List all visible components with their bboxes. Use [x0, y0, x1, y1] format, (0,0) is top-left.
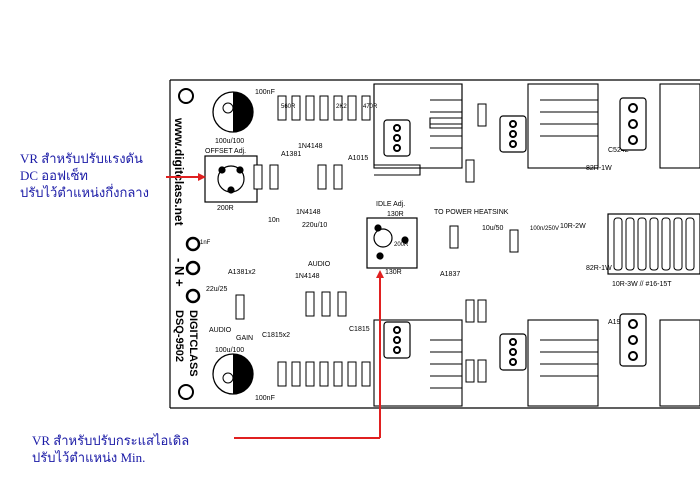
- cap-22u25-label: 22u/25: [206, 286, 228, 293]
- offset-trimmer: [204, 155, 258, 203]
- idle-label: IDLE Adj.: [376, 201, 405, 208]
- diode-top-label: 1N4148: [298, 143, 323, 150]
- c1815-label: C1815: [349, 326, 370, 333]
- mounting-holes: [178, 88, 194, 400]
- resistor-row-top: [277, 95, 371, 121]
- r-130r-top: 130R: [387, 211, 404, 218]
- cap-10u50-label: 10u/50: [482, 225, 504, 232]
- transistor-pins: [393, 103, 638, 366]
- r-top-2k2: 2K2: [336, 104, 347, 110]
- cap-220u10-label: 220u/10: [302, 222, 327, 229]
- audio-label-1: AUDIO: [308, 261, 331, 268]
- r-82r-1w-bottom: 82R-1W: [586, 265, 612, 272]
- offset-annotation-line2: DC ออฟเซ็ท: [20, 168, 88, 183]
- a1015-label: A1015: [348, 155, 368, 162]
- diode-mid-label: 1N4148: [296, 209, 321, 216]
- pcb-board: [169, 79, 700, 409]
- cap-100nf-bottom: 100nF: [255, 395, 275, 402]
- cap-bottom-label: 100u/100: [215, 347, 244, 354]
- r-top-470r: 470R: [363, 104, 378, 110]
- offset-pot-value: 200R: [217, 205, 234, 212]
- audio-label-2: AUDIO: [209, 327, 232, 334]
- idle-pot-value: 200R: [394, 242, 409, 248]
- r-10r-2w-label: 10R-2W: [560, 223, 586, 230]
- board-website: www.digitclass.net: [172, 117, 186, 226]
- heatsink-blocks: [373, 83, 700, 407]
- r-130r-bottom: 130R: [385, 269, 402, 276]
- board-brand: DIGITCLASS: [187, 310, 199, 377]
- resistor-row-middle: [235, 103, 519, 383]
- board-power-in: - N +: [172, 258, 187, 287]
- coil-label: 10R-3W // #16-15T: [612, 281, 672, 288]
- idle-annotation-line2: ปรับไว้ตำแหน่ง Min.: [32, 450, 146, 465]
- heatsink-label: TO POWER HEATSINK: [434, 209, 509, 216]
- tr-a1962-label: A1962: [608, 319, 628, 326]
- output-coil: [607, 213, 700, 275]
- a1381x2-label: A1381x2: [228, 269, 256, 276]
- offset-label: OFFSET Adj.: [205, 148, 246, 155]
- leader-lines: [166, 173, 384, 439]
- resistor-row-bottom: [277, 361, 371, 387]
- r-top-560r: 560R: [281, 104, 296, 110]
- a1381-top-label: A1381: [281, 151, 301, 158]
- electrolytic-caps: [212, 91, 254, 395]
- diode-bottom-label: 1N4148: [295, 273, 320, 280]
- power-terminals: [185, 236, 201, 304]
- tr-c5242-label: C5242: [608, 147, 629, 154]
- cap-100n250-label: 100n/250V: [530, 226, 559, 232]
- offset-annotation-line1: VR สำหรับปรับแรงดัน: [20, 151, 143, 166]
- idle-annotation-line1: VR สำหรับปรับกระแสไอเดิล: [32, 433, 190, 448]
- cap-top-label: 100u/100: [215, 138, 244, 145]
- a1837-mid-label: A1837: [440, 271, 460, 278]
- cap-1nf-label: 1nF: [200, 240, 211, 246]
- c1815x2-label: C1815x2: [262, 332, 290, 339]
- r-82r-1w-top: 82R-1W: [586, 165, 612, 172]
- cap-100nf-top: 100nF: [255, 89, 275, 96]
- board-model: DSQ-9502: [173, 310, 185, 362]
- offset-annotation-line3: ปรับไว้ตำแหน่งกึ่งกลาง: [20, 185, 149, 200]
- r-10n-label: 10n: [268, 217, 280, 224]
- gain-label: GAIN: [236, 335, 253, 342]
- offset-vr-annotation: VR สำหรับปรับแรงดัน DC ออฟเซ็ท ปรับไว้ตำ…: [20, 150, 149, 201]
- idle-trimmer: [366, 217, 418, 269]
- idle-vr-annotation: VR สำหรับปรับกระแสไอเดิล ปรับไว้ตำแหน่ง …: [32, 432, 189, 466]
